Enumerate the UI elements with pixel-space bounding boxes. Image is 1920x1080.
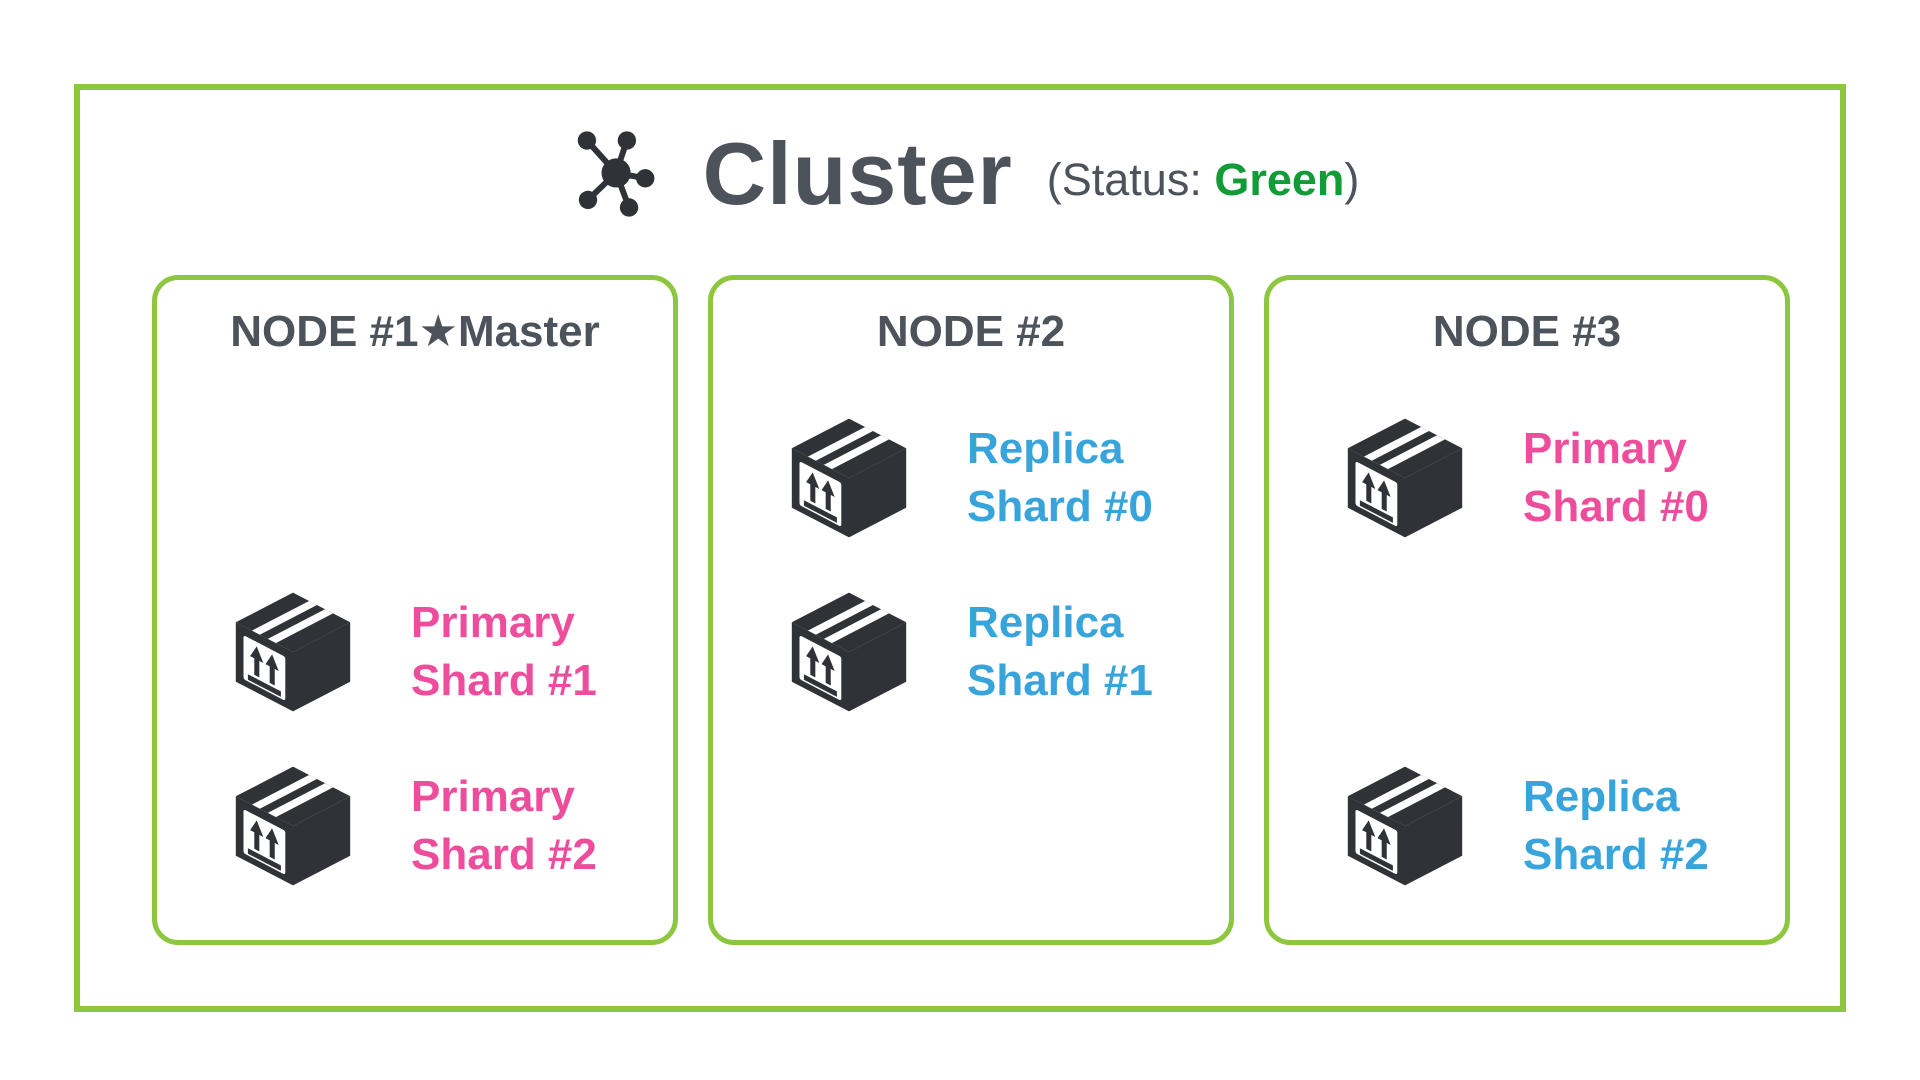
shard-type: Primary	[411, 597, 575, 647]
package-icon	[783, 590, 915, 714]
node-title: NODE #3	[1432, 307, 1622, 356]
shard-number: Shard #0	[967, 482, 1153, 531]
node-box-2: NODE #2 Replica Shard #0 Replica Shard #…	[708, 275, 1234, 945]
cluster-header: Cluster (Status: Green)	[80, 108, 1840, 240]
package-icon	[1339, 764, 1471, 888]
shard-number: Shard #2	[411, 830, 597, 879]
shard-number: Shard #0	[1523, 482, 1709, 531]
package-icon	[227, 590, 359, 714]
shard-entry: Primary Shard #0	[1339, 408, 1709, 548]
cluster-box: Cluster (Status: Green) NODE #1★Master P…	[74, 84, 1846, 1012]
package-icon	[783, 416, 915, 540]
shard-entry: Replica Shard #0	[783, 408, 1153, 548]
cluster-status: (Status: Green)	[1047, 157, 1360, 202]
shard-type: Replica	[1523, 771, 1680, 821]
shard-label: Replica Shard #2	[1523, 768, 1709, 884]
status-prefix: (Status:	[1046, 153, 1215, 205]
node-title: NODE #1★Master	[230, 307, 600, 356]
shard-type: Primary	[411, 771, 575, 821]
node-title: NODE #2	[876, 307, 1066, 356]
shard-number: Shard #1	[967, 656, 1153, 705]
shard-entry: Replica Shard #1	[783, 582, 1153, 722]
shard-type: Replica	[967, 597, 1124, 647]
shard-entry: Primary Shard #1	[227, 582, 597, 722]
cluster-title: Cluster	[702, 124, 1013, 223]
shard-number: Shard #1	[411, 656, 597, 705]
status-value: Green	[1214, 153, 1345, 205]
node-box-1: NODE #1★Master Primary Shard #1 Primary …	[152, 275, 678, 945]
shard-entry: Replica Shard #2	[1339, 756, 1709, 896]
package-icon	[227, 764, 359, 888]
shard-label: Replica Shard #1	[967, 594, 1153, 710]
shard-number: Shard #2	[1523, 830, 1709, 879]
network-icon	[561, 120, 669, 228]
shard-label: Primary Shard #0	[1523, 420, 1709, 536]
shard-type: Replica	[967, 423, 1124, 473]
package-icon	[1339, 416, 1471, 540]
shard-label: Primary Shard #2	[411, 768, 597, 884]
shard-label: Primary Shard #1	[411, 594, 597, 710]
node-box-3: NODE #3 Primary Shard #0 Replica Shard #…	[1264, 275, 1790, 945]
shard-type: Primary	[1523, 423, 1687, 473]
shard-label: Replica Shard #0	[967, 420, 1153, 536]
status-suffix: )	[1344, 153, 1360, 205]
shard-entry: Primary Shard #2	[227, 756, 597, 896]
